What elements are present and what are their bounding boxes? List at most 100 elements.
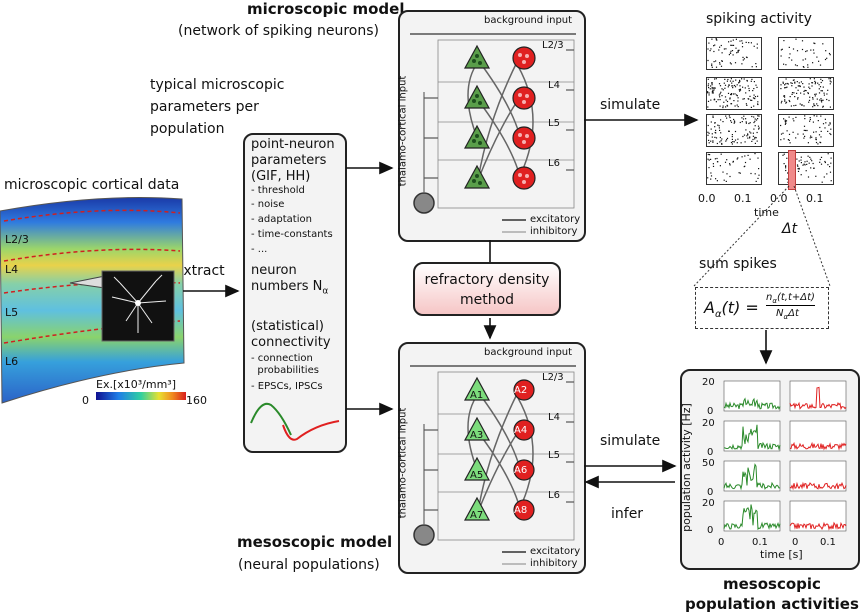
spike-dot	[736, 142, 738, 144]
spike-dot	[791, 85, 793, 87]
spike-dot	[711, 133, 713, 135]
spike-dot	[820, 98, 822, 100]
spike-dot	[730, 93, 732, 96]
spike-dot	[714, 126, 716, 128]
spike-dot	[756, 140, 758, 142]
spike-dot	[719, 62, 721, 64]
spike-dot	[791, 82, 793, 84]
spike-dot	[729, 116, 731, 119]
spike-dot	[729, 163, 731, 165]
spike-dot	[811, 82, 813, 84]
spike-dot	[741, 40, 743, 42]
spike-dot	[716, 180, 718, 182]
spike-dot	[829, 78, 832, 80]
spike-dot	[789, 100, 791, 103]
spike-dot	[707, 131, 709, 133]
spike-dot	[739, 85, 741, 87]
pop-xtick-1: 0.1	[752, 537, 768, 548]
spike-dot	[728, 41, 730, 43]
spike-dot	[829, 166, 831, 168]
spike-dot	[797, 165, 799, 167]
spike-dot	[806, 160, 808, 162]
spike-dot	[815, 138, 817, 140]
spike-dot	[725, 99, 727, 101]
spike-dot	[788, 57, 790, 59]
spike-dot	[710, 158, 712, 160]
spike-dot	[816, 115, 818, 117]
activity-trace	[723, 397, 781, 411]
spike-dot	[783, 118, 785, 120]
spike-dot	[710, 140, 712, 142]
spike-dot	[799, 103, 801, 105]
meso-inh-label-a8: A8	[514, 505, 528, 516]
spike-dot	[793, 79, 795, 81]
spike-dot	[754, 120, 756, 122]
spike-dot	[749, 136, 751, 138]
spike-dot	[795, 87, 797, 89]
spike-dot	[809, 96, 811, 98]
spike-dot	[828, 78, 830, 80]
spike-dot	[747, 134, 749, 136]
spike-dot	[782, 132, 784, 134]
spike-dot	[785, 64, 787, 66]
spike-dot	[818, 60, 820, 62]
spike-dot	[742, 59, 744, 61]
spike-dot	[824, 160, 826, 163]
spike-dot	[802, 83, 804, 85]
spike-dot	[707, 85, 709, 87]
spike-dot	[801, 40, 804, 42]
spike-dot	[723, 179, 725, 181]
spike-dot	[829, 123, 831, 125]
spike-dot	[727, 92, 730, 94]
spike-dot	[720, 153, 722, 155]
spike-dot	[812, 98, 814, 100]
spike-dot	[732, 141, 734, 143]
spike-dot	[710, 99, 712, 101]
spike-dot	[820, 130, 822, 132]
spike-dot	[820, 163, 823, 165]
spike-dot	[819, 86, 822, 88]
spike-dot	[707, 153, 709, 156]
spike-dot	[747, 133, 749, 135]
spike-dot	[826, 98, 828, 101]
spike-dot	[721, 143, 723, 145]
spike-dot	[718, 83, 721, 85]
spike-dot	[715, 66, 718, 68]
spike-dot	[730, 44, 732, 46]
spike-dot	[813, 115, 815, 117]
spike-dot	[708, 167, 710, 169]
spike-dot	[828, 52, 831, 55]
spike-dot	[788, 133, 791, 135]
spike-dot	[818, 92, 821, 94]
spike-dot	[724, 161, 727, 163]
spike-dot	[791, 59, 793, 61]
spike-dot	[805, 170, 807, 172]
spike-tick-0: 0.0	[698, 192, 716, 205]
pop-xtick-0: 0	[718, 537, 725, 548]
spike-dot	[732, 160, 734, 162]
sum-spikes-label: sum spikes	[699, 256, 777, 272]
spike-dot	[741, 121, 743, 123]
spike-dot	[809, 118, 811, 121]
spike-dot	[755, 137, 757, 139]
spike-dot	[798, 82, 800, 84]
spike-dot	[816, 98, 818, 100]
spike-dot	[711, 84, 713, 86]
spike-dot	[712, 163, 714, 165]
infer-label: infer	[611, 506, 644, 522]
spike-dot	[731, 44, 733, 46]
spike-dot	[811, 82, 814, 84]
meso-exc-label-a5: A5	[470, 470, 484, 481]
spike-dot	[829, 106, 831, 108]
spike-dot	[712, 115, 714, 117]
spike-dot	[730, 40, 732, 42]
spike-dot	[720, 132, 722, 134]
trace-panel	[723, 460, 781, 492]
spike-dot	[821, 90, 823, 92]
spike-dot	[785, 121, 787, 123]
spike-dot	[725, 48, 727, 50]
spike-dot	[712, 165, 715, 167]
spike-dot	[708, 42, 710, 44]
spike-dot	[721, 60, 723, 62]
spike-dot	[822, 105, 824, 107]
